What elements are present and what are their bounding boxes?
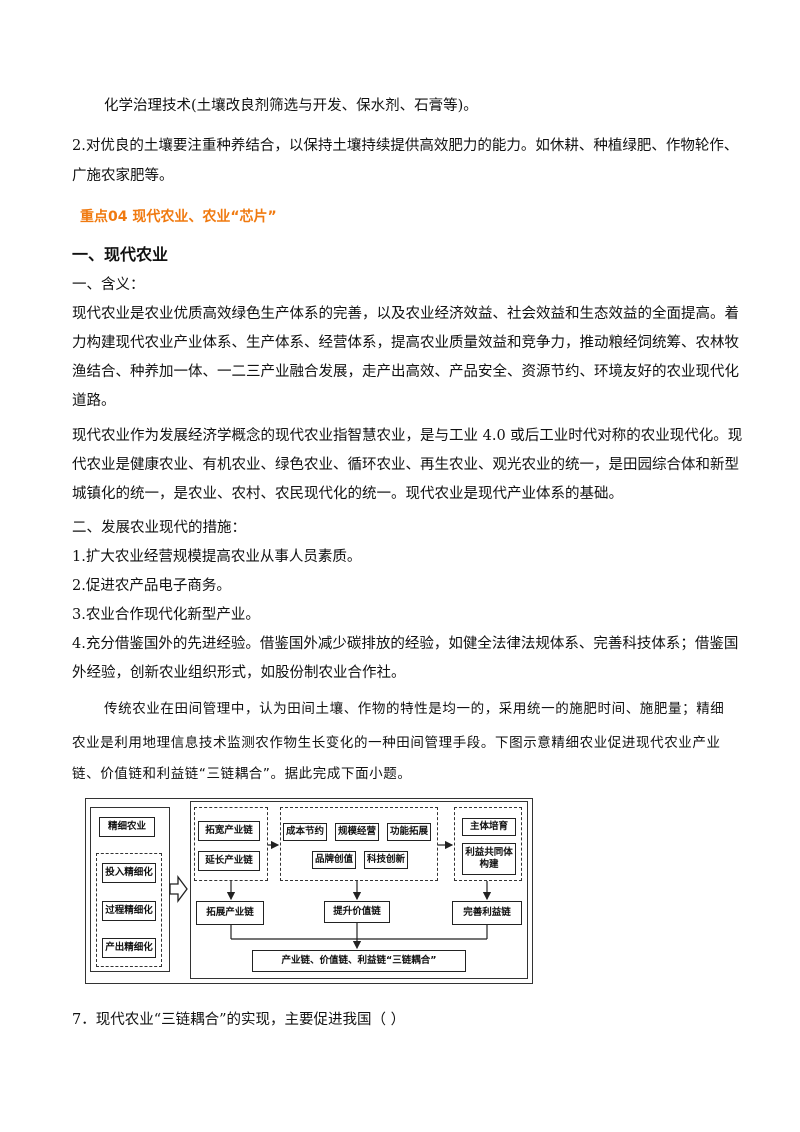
text-line: 力构建现代农业产业体系、生产体系、经营体系，提高农业质量效益和竞争力，推动粮经饲… <box>72 335 739 351</box>
measure-item: 2.促进农产品电子商务。 <box>72 578 231 594</box>
subheading-meaning: 一、含义： <box>72 277 145 293</box>
node-tisheng: 提升价值链 <box>324 901 390 923</box>
industry-chain-group <box>194 807 268 881</box>
node-yanchang: 延长产业链 <box>198 851 260 871</box>
node-liyi-line1: 利益共同体 <box>465 847 513 858</box>
question-stem: 农业是利用地理信息技术监测农作物生长变化的一种田间管理手段。下图示意精细农业促进… <box>72 735 721 751</box>
node-wanshan: 完善利益链 <box>452 901 522 925</box>
text-line: 渔结合、种养加一体、一二三产业融合发展，走产出高效、产品安全、资源节约、环境友好… <box>72 364 739 380</box>
measure-item: 3.农业合作现代化新型产业。 <box>72 607 260 623</box>
question-7: 7．现代农业“三链耦合”的实现，主要促进我国（ ） <box>72 1012 406 1028</box>
text-line: 现代农业作为发展经济学概念的现代农业指智慧农业，是与工业 4.0 或后工业时代对… <box>72 428 743 444</box>
node-final: 产业链、价值链、利益链“三链耦合” <box>252 950 466 972</box>
subheading-measures: 二、发展农业现代的措施： <box>72 520 246 536</box>
node-keji: 科技创新 <box>364 851 408 869</box>
text-line: 代农业是健康农业、有机农业、绿色农业、循环农业、再生农业、观光农业的统一，是田园… <box>72 457 739 473</box>
text-line: 道路。 <box>72 393 116 409</box>
question-stem: 传统农业在田间管理中，认为田间土壤、作物的特性是均一的，采用统一的施肥时间、施肥… <box>104 701 725 717</box>
measure-item: 1.扩大农业经营规模提高农业从事人员素质。 <box>72 549 362 565</box>
node-guimo: 规模经营 <box>335 823 379 841</box>
node-zhuti: 主体培育 <box>462 818 516 836</box>
measure-item: 4.充分借鉴国外的先进经验。借鉴国外减少碳排放的经验，如健全法律法规体系、完善科… <box>72 636 739 652</box>
diagram-arrows <box>169 840 492 950</box>
section-heading: 重点04 现代农业、农业“芯片” <box>80 209 277 225</box>
node-chengben: 成本节约 <box>283 823 327 841</box>
node-liyi-line2: 构建 <box>479 859 499 870</box>
text-line: 广施农家肥等。 <box>72 168 174 184</box>
node-gongneng: 功能拓展 <box>387 823 431 841</box>
node-liyi: 利益共同体 构建 <box>462 843 516 875</box>
three-chain-diagram: 精细农业 投入精细化 过程精细化 产出精细化 拓宽产业链 延长产业链 成本节约 … <box>85 798 533 984</box>
main-flow-arrow <box>169 875 188 903</box>
text-line: 现代农业是农业优质高效绿色生产体系的完善，以及农业经济效益、社会效益和生态效益的… <box>72 306 739 322</box>
text-line: 2.对优良的土壤要注重种养结合，以保持土壤持续提供高效肥力的能力。如休耕、种植绿… <box>72 138 739 154</box>
text-line: 化学治理技术(土壤改良剂筛选与开发、保水剂、石膏等)。 <box>104 98 478 114</box>
heading-modern-agriculture: 一、现代农业 <box>72 245 169 264</box>
node-tuozhan: 拓展产业链 <box>196 901 264 925</box>
question-stem: 链、价值链和利益链“三链耦合”。据此完成下面小题。 <box>72 766 412 782</box>
value-chain-group <box>280 807 438 881</box>
interest-chain-group <box>454 807 522 881</box>
node-jingxi: 精细农业 <box>99 817 155 837</box>
right-frame <box>190 801 528 979</box>
node-touru: 投入精细化 <box>102 863 156 883</box>
measure-item: 外经验，创新农业组织形式，如股份制农业合作社。 <box>72 665 406 681</box>
node-chanchu: 产出精细化 <box>102 938 156 958</box>
node-tuokuan: 拓宽产业链 <box>198 821 260 841</box>
node-guocheng: 过程精细化 <box>102 901 156 921</box>
refinement-group <box>96 853 162 967</box>
node-pinpai: 品牌创值 <box>312 851 356 869</box>
text-line: 城镇化的统一，是农业、农村、农民现代化的统一。现代农业是现代产业体系的基础。 <box>72 486 623 502</box>
